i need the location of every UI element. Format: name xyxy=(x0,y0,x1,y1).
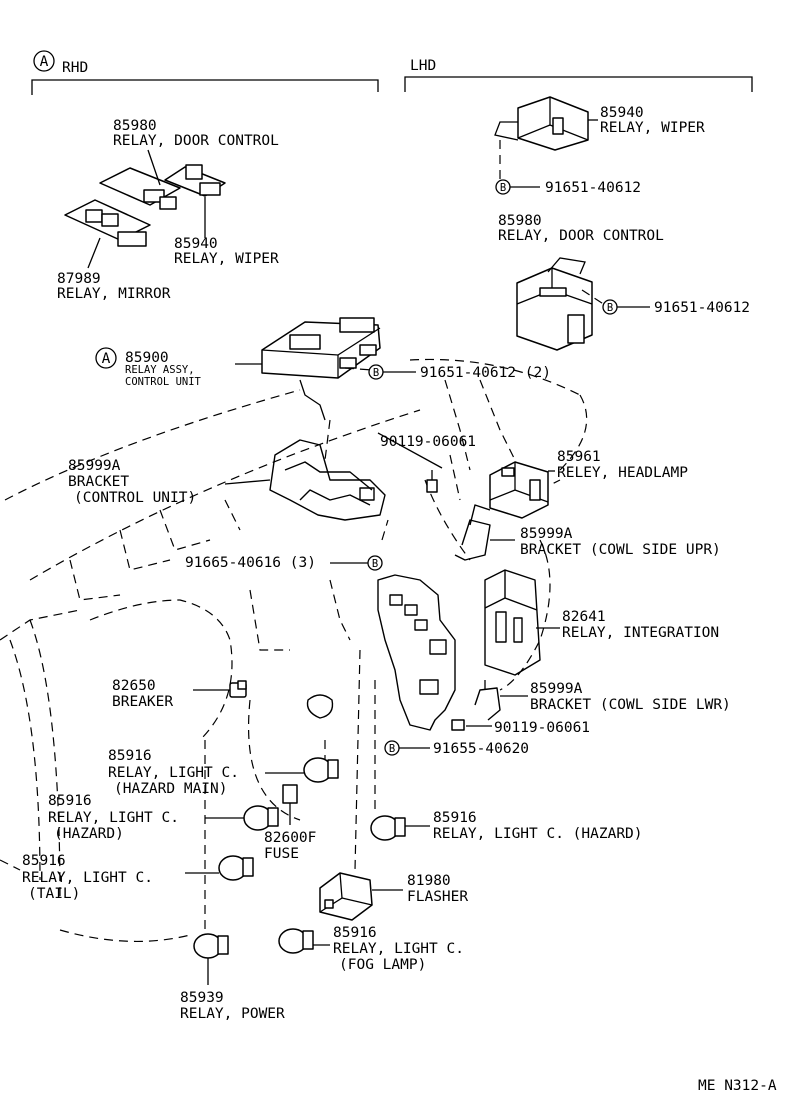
hazard-relay-right-part xyxy=(370,815,430,841)
screw-upper-label: 90119-06061 xyxy=(380,434,476,450)
p85916-hz-name-1: RELAY, LIGHT C. xyxy=(48,810,179,826)
p85916-tail-name-1: RELAY, LIGHT C. xyxy=(22,870,153,886)
bolt-lhd-2-label: 91651-40612 xyxy=(654,300,750,316)
p85916-hz2-name: RELAY, LIGHT C. (HAZARD) xyxy=(433,826,643,842)
a-marker-label-2: A xyxy=(102,351,111,367)
p87989-number: 87989 xyxy=(57,271,101,287)
p85916-hz-name-2: (HAZARD) xyxy=(54,826,124,842)
screw-lower-part xyxy=(451,719,465,731)
door-control-relay-rhd-part xyxy=(99,167,181,210)
headlamp-relay-part xyxy=(489,461,549,519)
hazard-main-relay-part xyxy=(303,757,339,783)
p85916-fog-name-2: (FOG LAMP) xyxy=(339,957,426,973)
mirror-relay-part xyxy=(64,199,151,269)
p85916-fog-number: 85916 xyxy=(333,925,377,941)
p85939-number: 85939 xyxy=(180,990,224,1006)
p82650-number: 82650 xyxy=(112,678,156,694)
p85961-name: RELEY, HEADLAMP xyxy=(557,465,688,481)
control-unit-part xyxy=(261,317,381,421)
hazard-relay-left-part xyxy=(205,805,279,831)
p87989-name: RELAY, MIRROR xyxy=(57,286,171,302)
cowl-upper-bracket-part xyxy=(454,504,491,561)
p85900-name-2: CONTROL UNIT xyxy=(125,376,202,388)
p85999a-cu-number: 85999A xyxy=(68,458,121,474)
p82600f-number: 82600F xyxy=(264,830,316,846)
fuse-part xyxy=(282,784,298,825)
p85999a-cu-name-2: (CONTROL UNIT) xyxy=(74,490,196,506)
breaker-part xyxy=(229,680,247,698)
p85980-rhd-number: 85980 xyxy=(113,118,157,134)
control-unit-bracket-part xyxy=(269,439,386,521)
junction-block-part xyxy=(377,574,456,731)
wiper-relay-lhd-part xyxy=(494,96,589,180)
p85999a-upr-number: 85999A xyxy=(520,526,573,542)
p85940-rhd-number: 85940 xyxy=(174,236,218,252)
p82641-number: 82641 xyxy=(562,609,606,625)
door-control-relay-lhd-part xyxy=(516,257,593,351)
bolt-91665-label: 91665-40616 (3) xyxy=(185,555,316,571)
p85980-lhd-name: RELAY, DOOR CONTROL xyxy=(498,228,664,244)
power-relay-part xyxy=(193,933,229,959)
p85916-tail-number: 85916 xyxy=(22,853,66,869)
dashboard-outline xyxy=(0,358,588,943)
p85980-rhd-name: RELAY, DOOR CONTROL xyxy=(113,133,279,149)
p85961-number: 85961 xyxy=(557,449,601,465)
integration-relay-part xyxy=(484,569,541,676)
p85900-number: 85900 xyxy=(125,350,169,366)
figure-code: ME N312-A xyxy=(698,1078,777,1094)
p85999a-lwr-name: BRACKET (COWL SIDE LWR) xyxy=(530,697,731,713)
wiper-relay-rhd-part xyxy=(164,164,226,238)
p85916-hz2-number: 85916 xyxy=(433,810,477,826)
p85900-name-1: RELAY ASSY, xyxy=(125,364,195,376)
p85999a-cu-name-1: BRACKET xyxy=(68,474,129,490)
bolt-marker-label-4: B xyxy=(372,558,378,570)
tail-relay-part xyxy=(185,855,254,881)
p85916-hm-name-2: (HAZARD MAIN) xyxy=(114,781,228,797)
lhd-label: LHD xyxy=(410,58,436,74)
p85916-hm-name-1: RELAY, LIGHT C. xyxy=(108,765,239,781)
p85940-rhd-name: RELAY, WIPER xyxy=(174,251,279,267)
p81980-name: FLASHER xyxy=(407,889,468,905)
p85999a-upr-name: BRACKET (COWL SIDE UPR) xyxy=(520,542,721,558)
lhd-section-header: LHD xyxy=(404,58,753,92)
p85940-lhd-name: RELAY, WIPER xyxy=(600,120,705,136)
screw-upper-part xyxy=(426,470,438,493)
bolt-marker-label: B xyxy=(500,182,506,194)
p85980-lhd-number: 85980 xyxy=(498,213,542,229)
screw-lower-label: 90119-06061 xyxy=(494,720,590,736)
rhd-section-header: A RHD xyxy=(31,50,379,95)
p82600f-name: FUSE xyxy=(264,846,299,862)
bolt-marker-label-3: B xyxy=(373,367,379,379)
bolt-lhd-1-label: 91651-40612 xyxy=(545,180,641,196)
bolt-marker-label-5: B xyxy=(389,743,395,755)
p85940-lhd-number: 85940 xyxy=(600,105,644,121)
p85939-name: RELAY, POWER xyxy=(180,1006,285,1022)
p85916-fog-name-1: RELAY, LIGHT C. xyxy=(333,941,464,957)
p82641-name: RELAY, INTEGRATION xyxy=(562,625,719,641)
p85916-hz-number: 85916 xyxy=(48,793,92,809)
p85999a-lwr-number: 85999A xyxy=(530,681,583,697)
p85916-tail-name-2: (TAIL) xyxy=(28,886,80,902)
a-marker-label: A xyxy=(40,54,49,70)
p82650-name: BREAKER xyxy=(112,694,173,710)
bolt-marker-label-2: B xyxy=(607,302,613,314)
p85916-hm-number: 85916 xyxy=(108,748,152,764)
rhd-label: RHD xyxy=(62,60,88,76)
cowl-lower-bracket-part xyxy=(474,680,501,721)
bolt-91655-label: 91655-40620 xyxy=(433,741,529,757)
bolt-main-label: 91651-40612 (2) xyxy=(420,365,551,381)
fog-lamp-relay-part xyxy=(278,928,330,954)
p81980-number: 81980 xyxy=(407,873,451,889)
flasher-part xyxy=(319,872,403,921)
